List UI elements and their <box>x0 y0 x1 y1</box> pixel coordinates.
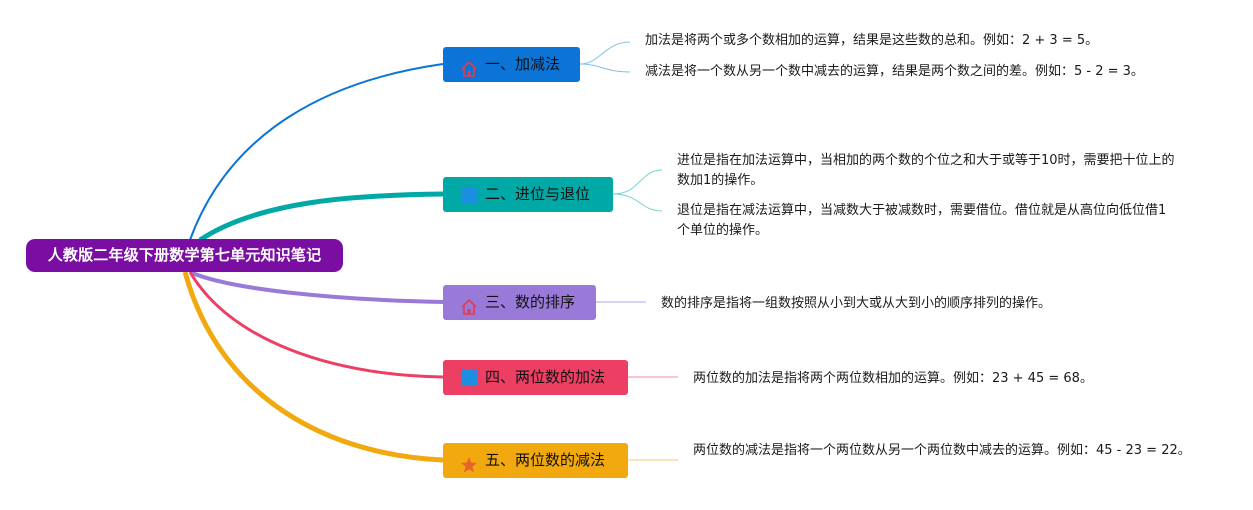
connector-note-2 <box>579 63 631 73</box>
note-sorting: 数的排序是指将一组数按照从小到大或从大到小的顺序排列的操作。 <box>661 296 1052 311</box>
note-two-digit-addition: 两位数的加法是指将两个两位数相加的运算。例如：23 + 45 = 68。 <box>693 371 1093 386</box>
note-two-digit-subtraction: 两位数的减法是指将一个两位数从另一个两位数中减去的运算。例如：45 - 23 =… <box>693 443 1191 458</box>
connector-branch-4 <box>188 271 444 379</box>
branch-label: 二、进位与退位 <box>485 185 591 203</box>
branch-two-digit-addition[interactable]: 四、两位数的加法 <box>443 360 628 395</box>
branch-two-digit-subtraction[interactable]: 五、两位数的减法 <box>443 443 628 478</box>
connector-branch-3 <box>189 270 444 304</box>
note-borrow: 退位是指在减法运算中，当减数大于被减数时，需要借位。借位就是从高位向低位借1个单… <box>677 203 1167 238</box>
branch-carry-borrow[interactable]: 二、进位与退位 <box>443 177 613 212</box>
branch-number-sorting[interactable]: 三、数的排序 <box>443 285 596 320</box>
note-addition: 加法是将两个或多个数相加的运算，结果是这些数的总和。例如：2 + 3 = 5。 <box>645 33 1099 48</box>
star-icon <box>460 452 478 472</box>
square-icon <box>460 186 478 204</box>
connector-branch-1 <box>189 63 444 241</box>
note-subtraction: 减法是将一个数从另一个数中减去的运算，结果是两个数之间的差。例如：5 - 2 =… <box>645 64 1144 79</box>
root-topic[interactable]: 人教版二年级下册数学第七单元知识笔记 <box>26 239 343 272</box>
branch-label: 四、两位数的加法 <box>485 368 606 386</box>
branch-addition-subtraction[interactable]: 一、加减法 <box>443 47 580 82</box>
branch-label: 三、数的排序 <box>485 293 576 311</box>
connector-branch-5 <box>182 271 444 463</box>
note-carry: 进位是指在加法运算中，当相加的两个数的个位之和大于或等于10时，需要把十位上的数… <box>677 153 1175 188</box>
home-icon <box>460 56 478 77</box>
branch-label: 一、加减法 <box>485 55 561 73</box>
square-icon <box>460 369 478 387</box>
connector-note-4 <box>612 193 663 212</box>
home-icon <box>460 294 478 315</box>
root-topic-label: 人教版二年级下册数学第七单元知识笔记 <box>47 246 322 264</box>
branch-label: 五、两位数的减法 <box>485 451 606 469</box>
connector-note-3 <box>612 169 663 195</box>
connector-note-1 <box>579 41 631 65</box>
connector-branch-2 <box>198 191 444 243</box>
